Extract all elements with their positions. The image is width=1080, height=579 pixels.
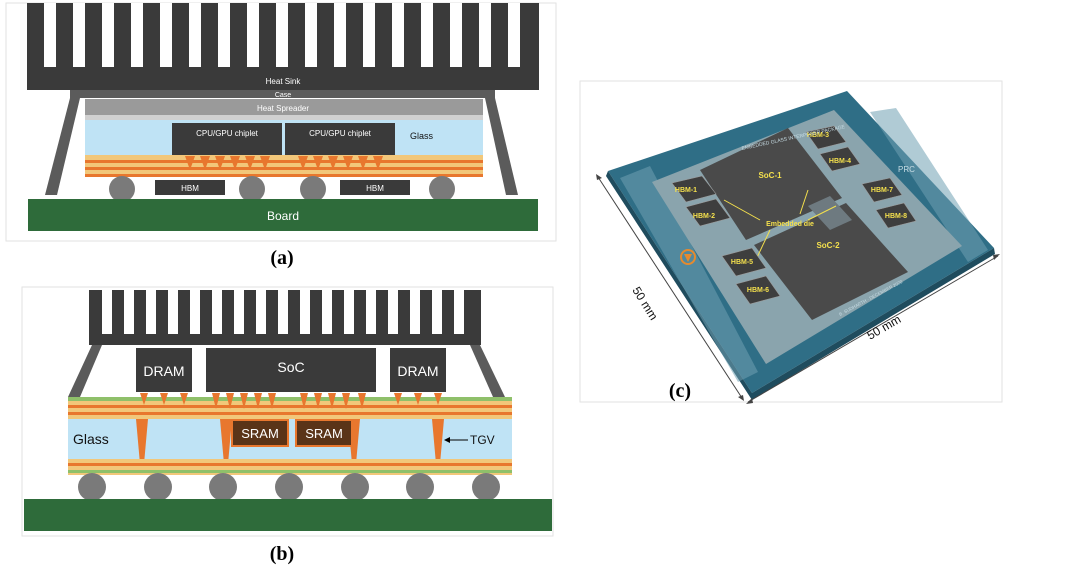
panel-a-heat-spreader xyxy=(85,99,483,115)
panel-a-board xyxy=(28,199,538,231)
chiplet-left-label: CPU/GPU chiplet xyxy=(196,129,259,138)
hbm-stacks xyxy=(671,125,917,305)
hbm1-label: HBM-1 xyxy=(675,187,697,194)
panel-b-leg-right xyxy=(470,345,505,397)
embedded-die xyxy=(808,196,852,230)
panel-a-case-leg-right xyxy=(485,98,518,195)
panel-a-tim xyxy=(85,115,483,120)
dim-line-bottom xyxy=(747,255,999,403)
hbm4-label: HBM-4 xyxy=(829,158,851,165)
panel-b-bottom-rdl xyxy=(68,459,512,475)
hbm2-label: HBM-2 xyxy=(693,213,715,220)
panel-b-heat-sink xyxy=(89,290,481,345)
pad-array-left xyxy=(620,166,758,382)
soc1-label: SoC-1 xyxy=(758,171,782,180)
prc-label: PRC xyxy=(898,165,915,174)
panel-b-board xyxy=(24,499,552,531)
panel-b-solder-balls xyxy=(78,473,500,501)
panel-c: SoC-1 SoC-2 Embedded die HBM-1 HBM-2 HBM… xyxy=(579,80,1003,404)
panel-b-glass-label: Glass xyxy=(73,431,109,447)
soc2-label: SoC-2 xyxy=(816,241,840,250)
soc2-die xyxy=(754,203,908,320)
panel-b-microbumps xyxy=(140,393,442,409)
panel-a-solder-balls xyxy=(109,176,455,202)
chiplet-left xyxy=(172,123,282,157)
panel-a-heat-sink xyxy=(27,3,539,90)
dram-right xyxy=(390,348,446,392)
dram-left xyxy=(136,348,192,392)
hbm7-label: HBM-7 xyxy=(871,187,893,194)
hbm5-die xyxy=(721,247,767,277)
panel-a-glass-label: Glass xyxy=(410,131,434,141)
hbm7-die xyxy=(861,177,903,203)
panel-b-top-rdl xyxy=(68,397,512,419)
dim-arrow-bottom-left xyxy=(746,398,753,404)
sram-left-label: SRAM xyxy=(241,426,279,441)
panel-a-glass-layer xyxy=(85,115,483,155)
board-label: Board xyxy=(267,209,299,223)
hbm8-die xyxy=(875,202,917,229)
heat-spreader-label: Heat Spreader xyxy=(257,104,309,113)
chiplet-right xyxy=(285,123,395,157)
caption-b: (b) xyxy=(270,543,294,565)
tgv-arrow-head xyxy=(444,437,450,443)
dram-left-label: DRAM xyxy=(143,363,184,379)
hbm6-die xyxy=(735,275,781,305)
panel-a-case-leg-left xyxy=(45,98,80,195)
hbm5-label: HBM-5 xyxy=(731,259,753,266)
hbm8-label: HBM-8 xyxy=(885,213,907,220)
heat-sink-label: Heat Sink xyxy=(266,77,302,86)
chiplet-right-label: CPU/GPU chiplet xyxy=(309,129,372,138)
hbm3-label: HBM-3 xyxy=(807,132,829,139)
dim-arrow-bottom-right xyxy=(993,254,1000,260)
dram-right-label: DRAM xyxy=(397,363,438,379)
panel-a-case xyxy=(70,90,495,98)
sram-right xyxy=(295,419,353,447)
soc-die xyxy=(206,348,376,392)
dim-arrow-left-bottom xyxy=(738,395,744,401)
caption-a: (a) xyxy=(270,247,293,269)
dim-line-left xyxy=(597,176,743,399)
soc1-die xyxy=(700,128,842,240)
sram-left xyxy=(231,419,289,447)
caption-c: (c) xyxy=(669,380,691,402)
panel-b-leg-left xyxy=(68,345,102,397)
panel-a: Heat Sink Case Heat Spreader Glass CPU/G… xyxy=(5,2,557,269)
package-edge-right xyxy=(752,248,995,400)
soc-label: SoC xyxy=(277,359,304,375)
hbm3-die xyxy=(805,125,847,150)
panel-b-glass-core xyxy=(68,419,512,459)
hbm4-die xyxy=(819,146,861,172)
hbm-left-label: HBM xyxy=(181,184,199,193)
hbm6-label: HBM-6 xyxy=(747,287,769,294)
pad-array-right xyxy=(870,108,988,262)
embedded-die-label: Embedded die xyxy=(766,221,814,228)
hbm1-die xyxy=(671,175,717,203)
tgv-label: TGV xyxy=(470,433,495,447)
panel-a-microbumps xyxy=(185,156,383,170)
hbm2-die xyxy=(685,198,731,227)
case-label: Case xyxy=(275,92,291,99)
hbm-right xyxy=(340,180,410,195)
sram-right-label: SRAM xyxy=(305,426,343,441)
panel-b: DRAM SoC DRAM xyxy=(21,286,554,565)
dim-arrow-left-top xyxy=(596,174,602,180)
hbm-left xyxy=(155,180,225,195)
panel-a-substrate xyxy=(85,155,483,177)
logo-emblem xyxy=(680,249,696,265)
hbm-right-label: HBM xyxy=(366,184,384,193)
